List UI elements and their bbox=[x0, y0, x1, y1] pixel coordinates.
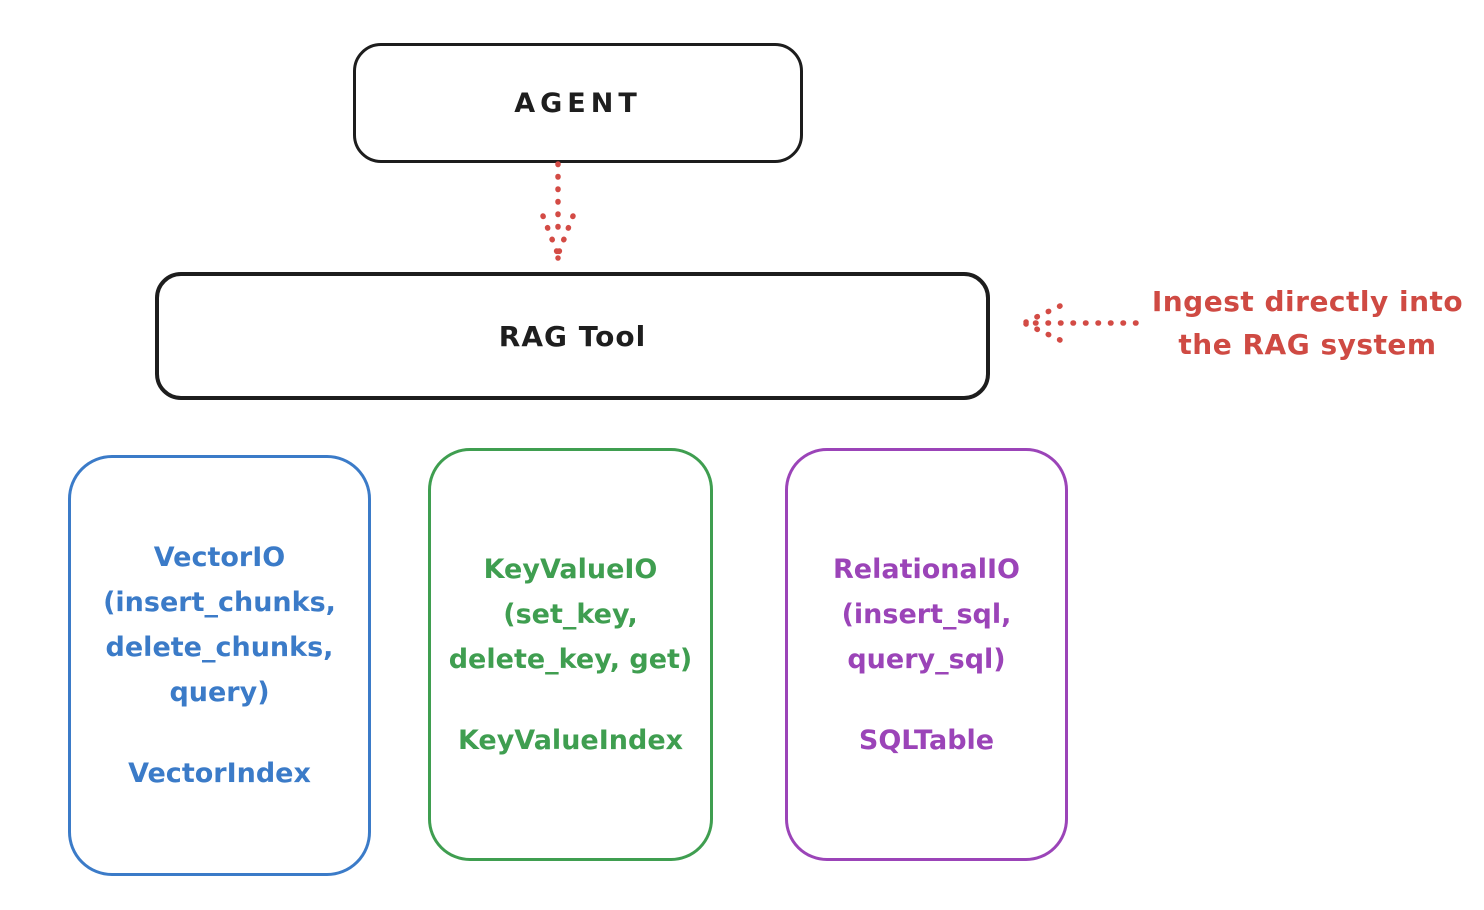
agent-label: AGENT bbox=[514, 87, 642, 119]
keyvalueio-index-label: KeyValueIndex bbox=[457, 724, 684, 756]
vectorio-methods: VectorIO(insert_chunks,delete_chunks,que… bbox=[103, 542, 336, 708]
relationalio-box: RelationalIO(insert_sql,query_sql) SQLTa… bbox=[785, 448, 1068, 861]
keyvalueio-methods: KeyValueIO(set_key,delete_key, get) bbox=[448, 553, 693, 675]
arrow-left-icon bbox=[1023, 303, 1139, 343]
relationalio-methods: RelationalIO(insert_sql,query_sql) bbox=[833, 553, 1020, 675]
relationalio-index-label: SQLTable bbox=[858, 724, 995, 756]
vectorio-box: VectorIO(insert_chunks,delete_chunks,que… bbox=[68, 455, 371, 876]
rag-tool-box: RAG Tool bbox=[155, 272, 990, 400]
vectorio-index-label: VectorIndex bbox=[128, 758, 311, 789]
keyvalueio-box: KeyValueIO(set_key,delete_key, get) KeyV… bbox=[428, 448, 713, 861]
arrow-down-icon bbox=[540, 161, 576, 261]
agent-box: AGENT bbox=[353, 43, 803, 163]
rag-tool-label: RAG Tool bbox=[498, 319, 647, 353]
